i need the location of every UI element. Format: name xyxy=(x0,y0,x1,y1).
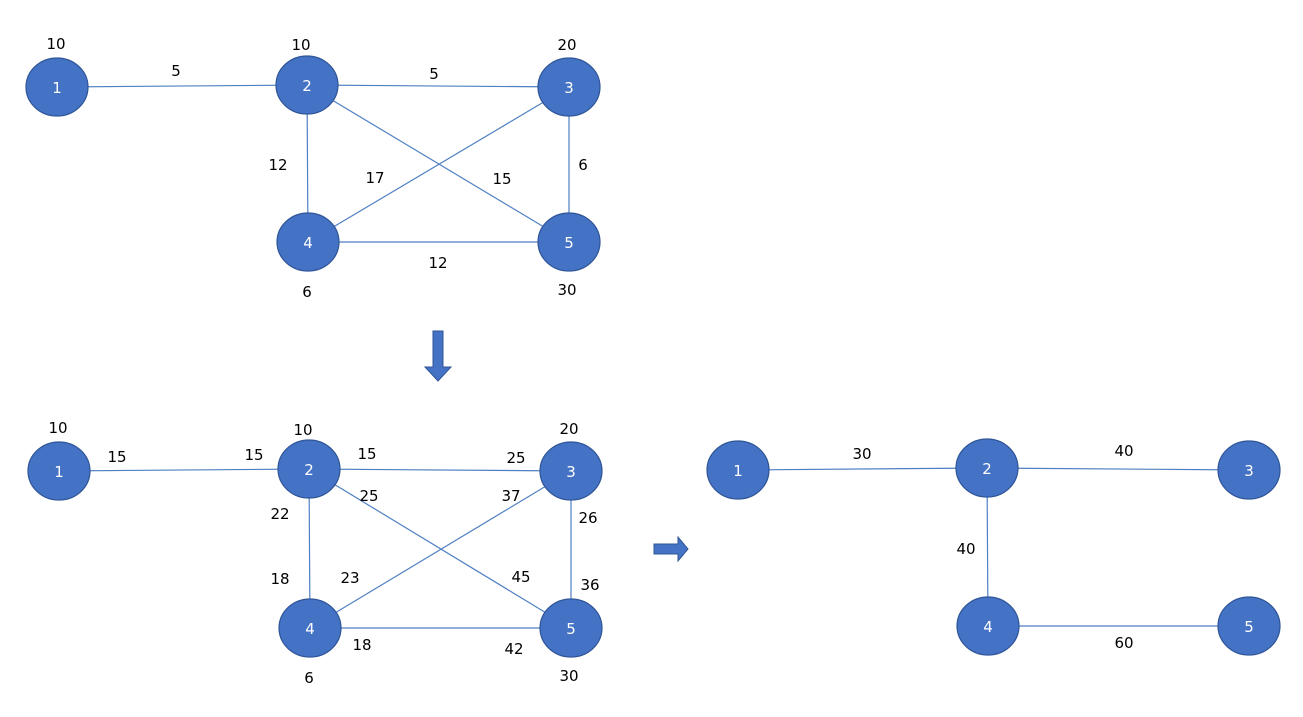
node-circle xyxy=(956,596,1020,656)
node-circle xyxy=(539,441,603,501)
node-weight-3: 20 xyxy=(559,420,578,438)
node-weight-2: 10 xyxy=(293,421,312,439)
edge-label-4-5-0: 12 xyxy=(428,254,447,272)
node-circle xyxy=(1217,440,1281,500)
edge-label-1-2-0: 15 xyxy=(107,448,126,466)
edge-label-3-4-0: 37 xyxy=(501,487,520,505)
node-circle xyxy=(278,598,342,658)
node-label: 4 xyxy=(983,618,993,636)
original-graph: 5 5 12 17 15 6 12 1 10 2 10 3 20 4 6 5 30 xyxy=(25,35,601,301)
edge-3-4 xyxy=(307,86,570,243)
node-label: 5 xyxy=(1244,618,1254,636)
node-circle xyxy=(276,212,340,272)
node-weight-1: 10 xyxy=(46,35,65,53)
node-weight-4: 6 xyxy=(302,283,312,301)
node-3: 3 xyxy=(1217,440,1281,500)
edge-label-1-2-0: 30 xyxy=(852,445,871,463)
edge-2-5 xyxy=(306,84,570,243)
node-weight-2: 10 xyxy=(291,36,310,54)
edge-label-2-4-0: 12 xyxy=(268,156,287,174)
edge-label-3-4-0: 17 xyxy=(365,169,384,187)
edge-label-2-3-0: 5 xyxy=(429,65,439,83)
node-label: 2 xyxy=(302,77,312,95)
node-circle xyxy=(1217,596,1281,656)
node-5: 5 xyxy=(539,598,603,658)
node-5: 5 xyxy=(537,212,601,272)
result-graph: 30 40 40 60 1 2 3 4 5 xyxy=(706,438,1281,656)
node-2: 2 xyxy=(275,55,339,115)
edge-label-2-4-0: 22 xyxy=(270,505,289,523)
node-label: 1 xyxy=(52,79,62,97)
node-3: 3 xyxy=(537,57,601,117)
node-label: 1 xyxy=(733,462,743,480)
edge-2-3 xyxy=(306,84,570,88)
node-1: 1 xyxy=(27,441,91,501)
edge-label-3-5-1: 36 xyxy=(580,576,599,594)
node-4: 4 xyxy=(278,598,342,658)
split-weight-graph: 15 15 15 25 22 18 37 23 25 45 26 36 18 42 1 10 2 10 3 20 4 6 5… xyxy=(27,419,603,687)
node-label: 4 xyxy=(303,234,313,252)
node-circle xyxy=(277,439,341,499)
edge-1-2 xyxy=(56,84,308,88)
edge-label-3-4-1: 23 xyxy=(340,569,359,587)
node-label: 1 xyxy=(54,463,64,481)
node-2: 2 xyxy=(955,438,1019,498)
edge-label-4-5-0: 60 xyxy=(1114,634,1133,652)
edge-label-2-3-0: 40 xyxy=(1114,442,1133,460)
right-arrow-icon xyxy=(653,535,689,563)
edge-label-4-5-1: 42 xyxy=(504,640,523,658)
node-label: 3 xyxy=(1244,462,1254,480)
node-weight-4: 6 xyxy=(304,669,314,687)
node-1: 1 xyxy=(706,440,770,500)
edge-1-2 xyxy=(737,467,988,471)
edge-label-2-5-0: 25 xyxy=(359,487,378,505)
node-2: 2 xyxy=(277,439,341,499)
node-circle xyxy=(275,55,339,115)
node-circle xyxy=(706,440,770,500)
node-circle xyxy=(25,57,89,117)
node-5: 5 xyxy=(1217,596,1281,656)
node-circle xyxy=(955,438,1019,498)
node-weight-3: 20 xyxy=(557,36,576,54)
edge-label-2-3-0: 15 xyxy=(357,445,376,463)
node-4: 4 xyxy=(956,596,1020,656)
node-label: 2 xyxy=(982,460,992,478)
node-label: 3 xyxy=(566,463,576,481)
node-weight-5: 30 xyxy=(559,667,578,685)
edge-label-2-4-1: 18 xyxy=(270,570,289,588)
node-label: 3 xyxy=(564,79,574,97)
node-circle xyxy=(27,441,91,501)
node-4: 4 xyxy=(276,212,340,272)
edge-label-3-5-0: 6 xyxy=(578,156,588,174)
edge-2-3 xyxy=(308,468,572,472)
edge-label-4-5-0: 18 xyxy=(352,636,371,654)
node-label: 5 xyxy=(566,620,576,638)
node-label: 4 xyxy=(305,620,315,638)
edge-1-2 xyxy=(58,468,310,472)
node-label: 5 xyxy=(564,234,574,252)
edge-label-2-4-0: 40 xyxy=(956,540,975,558)
node-circle xyxy=(537,212,601,272)
down-arrow-icon xyxy=(423,330,453,382)
node-weight-5: 30 xyxy=(557,281,576,299)
edge-2-5 xyxy=(308,468,572,629)
edge-label-1-2-0: 5 xyxy=(171,62,181,80)
node-circle xyxy=(539,598,603,658)
edge-label-2-5-0: 15 xyxy=(492,170,511,188)
node-weight-1: 10 xyxy=(48,419,67,437)
node-3: 3 xyxy=(539,441,603,501)
edge-label-1-2-1: 15 xyxy=(244,446,263,464)
node-1: 1 xyxy=(25,57,89,117)
edge-label-2-5-1: 45 xyxy=(511,568,530,586)
node-circle xyxy=(537,57,601,117)
edge-label-3-5-0: 26 xyxy=(578,509,597,527)
edge-label-2-3-1: 25 xyxy=(506,449,525,467)
edge-2-3 xyxy=(986,467,1250,471)
node-label: 2 xyxy=(304,461,314,479)
